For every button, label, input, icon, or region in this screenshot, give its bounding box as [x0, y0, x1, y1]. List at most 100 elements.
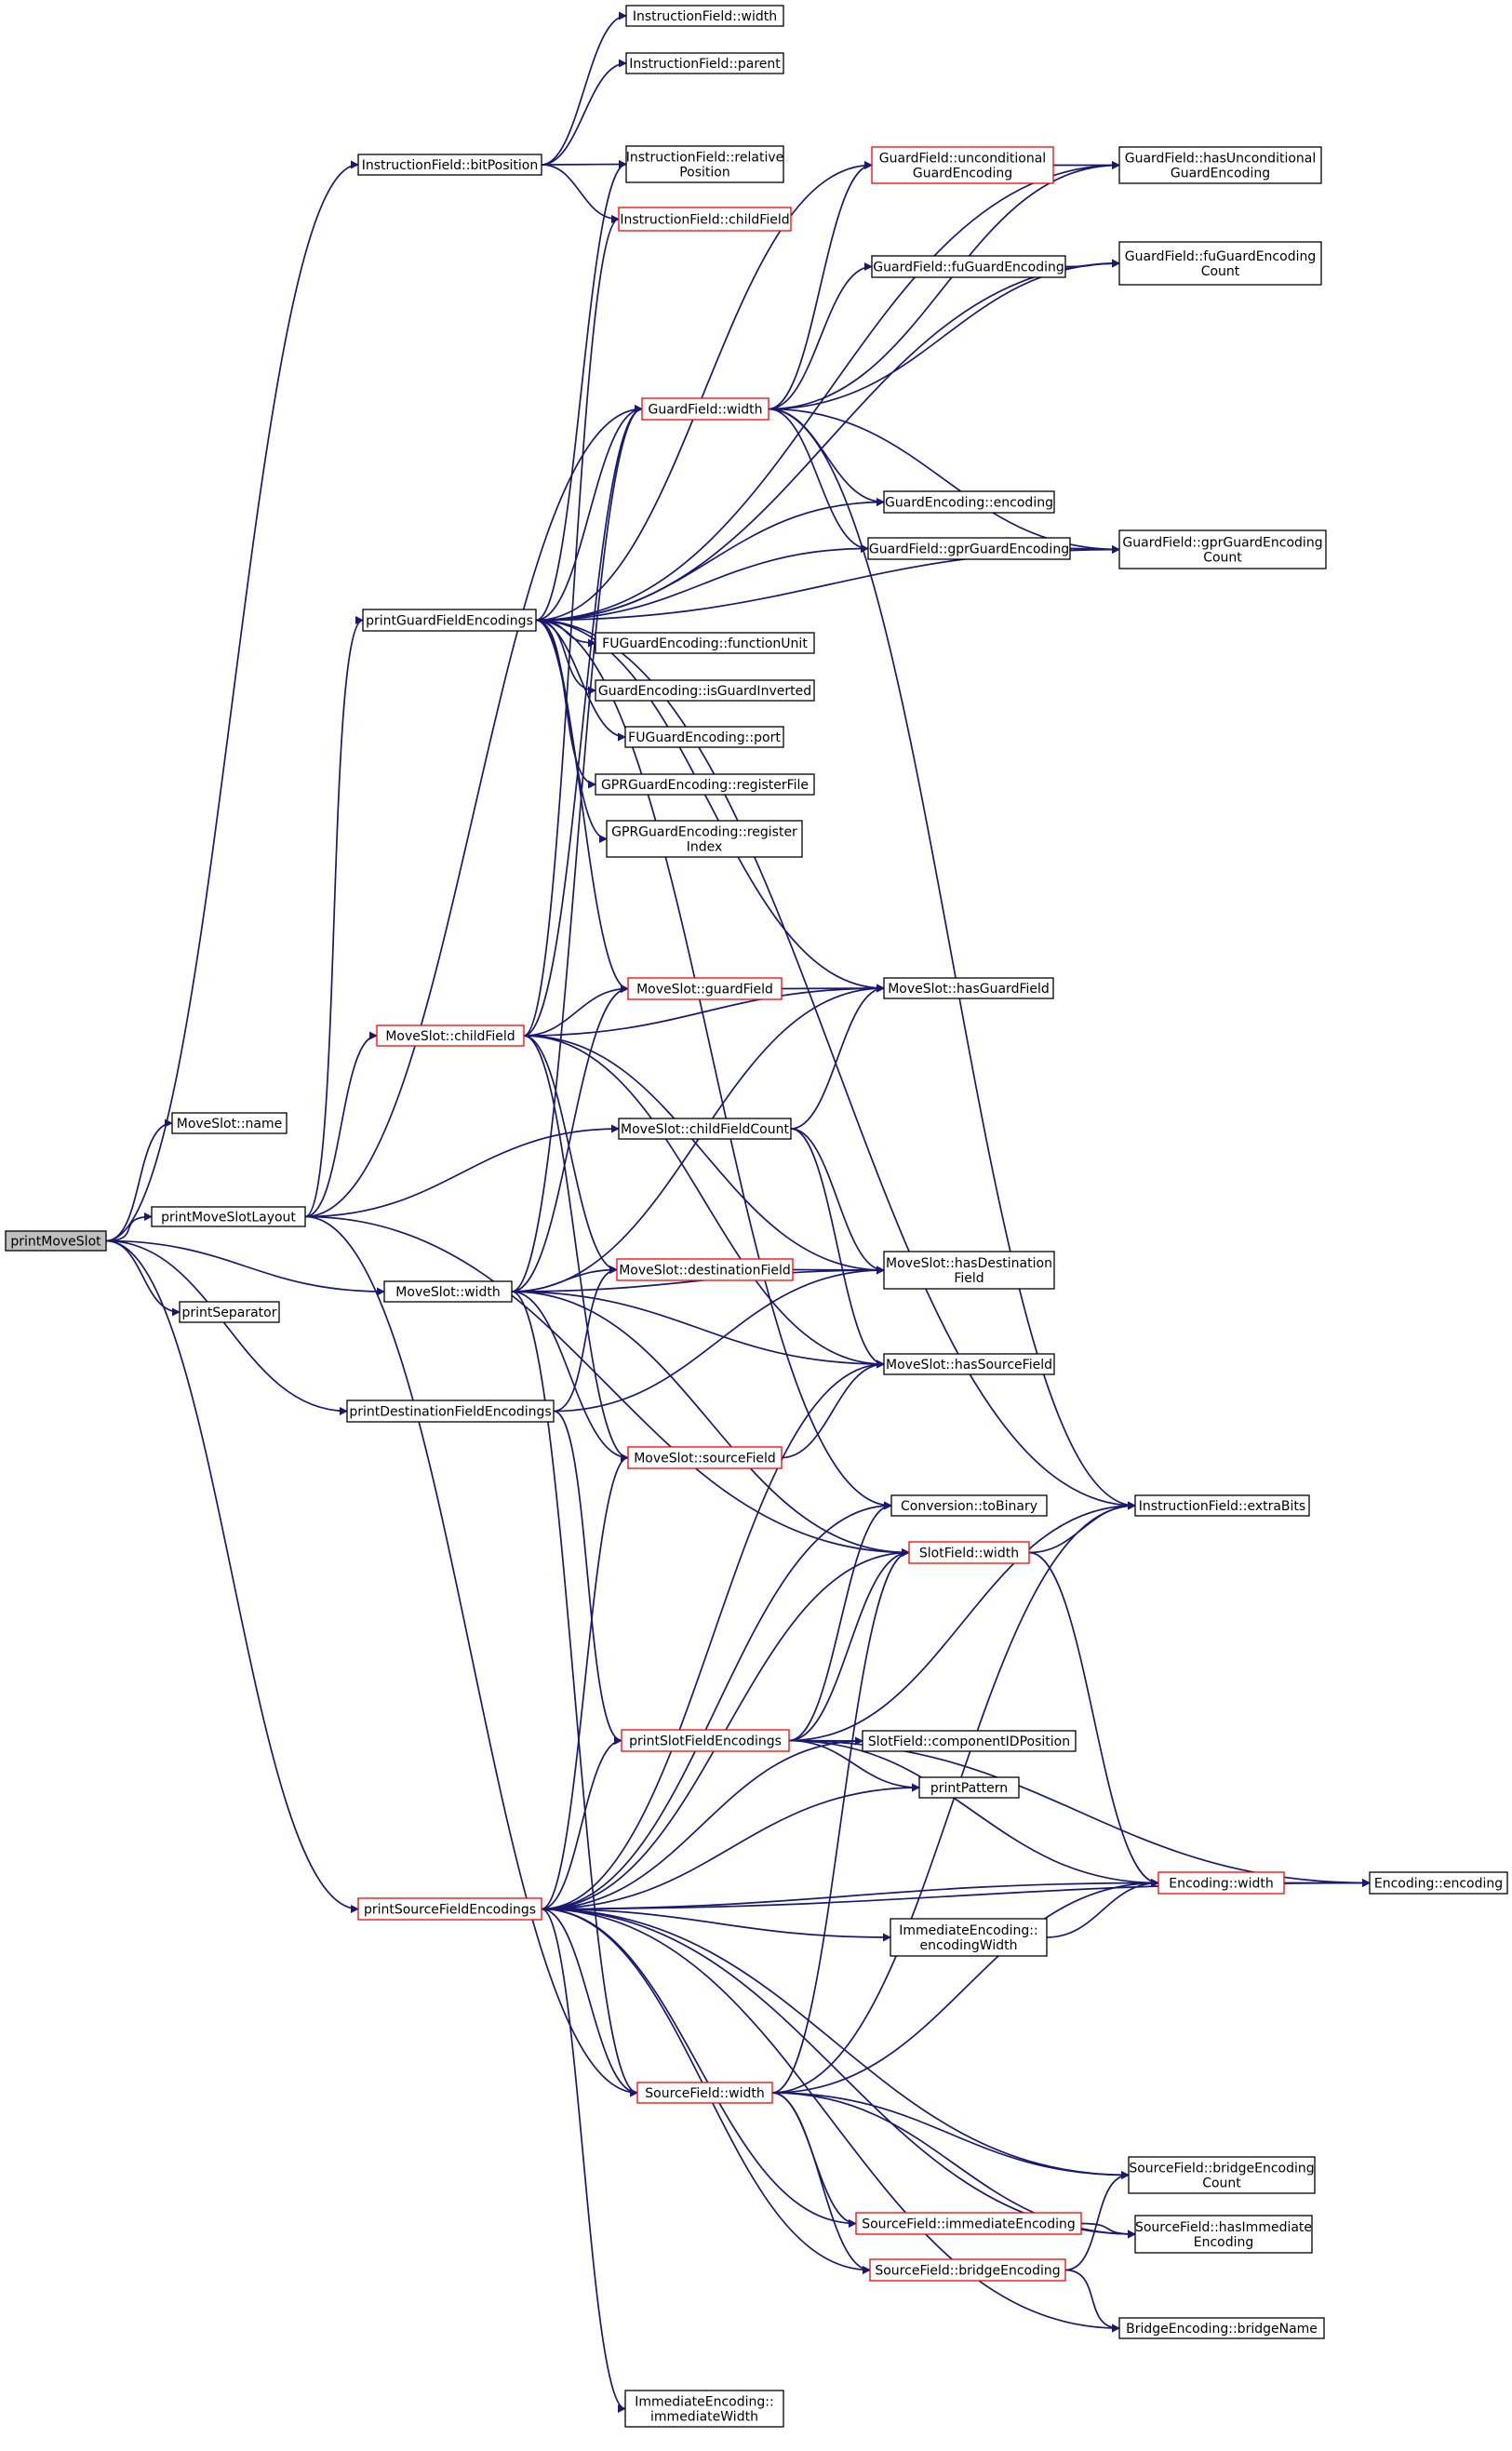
- node-slotfield-componentidposition[interactable]: SlotField::componentIDPosition: [862, 1730, 1077, 1752]
- node-label: MoveSlot::name: [177, 1117, 283, 1132]
- node-sourcefield-immediateencoding[interactable]: SourceField::immediateEncoding: [855, 2212, 1082, 2235]
- edge-moveslot-childfield-to-moveslot-hassourcefield: [523, 1035, 885, 1369]
- node-box: [1128, 2156, 1316, 2194]
- node-label: Field: [954, 1271, 983, 1286]
- node-guardfield-hasunconditionalguardencoding[interactable]: GuardField::hasUnconditionalGuardEncodin…: [1118, 146, 1322, 184]
- node-box: [627, 977, 783, 1000]
- edge-printguardfieldencodings-to-moveslot-guardfield: [535, 619, 629, 993]
- node-box: [376, 1025, 525, 1047]
- node-printguardfieldencodings[interactable]: printGuardFieldEncodings: [362, 609, 537, 632]
- node-box: [1118, 529, 1327, 569]
- node-label: printMoveSlotLayout: [161, 1211, 296, 1226]
- node-label: InstructionField::relative: [626, 151, 783, 166]
- node-bridgeencoding-bridgename[interactable]: BridgeEncoding::bridgeName: [1118, 2317, 1325, 2339]
- edge-printslotfieldencodings-to-slotfield-width: [788, 1548, 910, 1742]
- edge-printmoveslot-to-printseparator: [105, 1239, 181, 1317]
- edge-moveslot-childfieldcount-to-moveslot-hassourcefield: [790, 1128, 885, 1369]
- node-printslotfieldencodings[interactable]: printSlotFieldEncodings: [621, 1729, 790, 1752]
- node-encoding-width[interactable]: Encoding::width: [1157, 1871, 1285, 1895]
- edge-moveslot-width-to-guardfield-width: [511, 405, 643, 1292]
- node-instructionfield-width[interactable]: InstructionField::width: [625, 5, 784, 27]
- node-instructionfield-parent[interactable]: InstructionField::parent: [625, 52, 784, 74]
- node-printmoveslotlayout[interactable]: printMoveSlotLayout: [151, 1206, 306, 1227]
- node-box: [883, 1251, 1055, 1290]
- node-printpattern[interactable]: printPattern: [918, 1776, 1020, 1799]
- node-box: [867, 537, 1071, 560]
- node-moveslot-width[interactable]: MoveSlot::width: [383, 1280, 513, 1303]
- node-moveslot-name[interactable]: MoveSlot::name: [171, 1112, 288, 1134]
- edge-printslotfieldencodings-to-encoding-encoding: [788, 1739, 1371, 1887]
- edge-sourcefield-width-to-sourcefield-bridgeencoding: [771, 2092, 871, 2274]
- node-immediateencoding-immediatewidth[interactable]: ImmediateEncoding::immediateWidth: [624, 2390, 784, 2428]
- node-moveslot-sourcefield[interactable]: MoveSlot::sourceField: [627, 1446, 783, 1469]
- edge-guardfield-fuguardencoding-to-guardfield-fuguardencodingcount: [1064, 259, 1120, 268]
- edge-guardfield-width-to-guardfield-gprguardencoding: [768, 408, 869, 553]
- node-printseparator[interactable]: printSeparator: [179, 1301, 280, 1323]
- node-moveslot-childfield[interactable]: MoveSlot::childField: [376, 1025, 525, 1047]
- node-box: [1369, 1871, 1508, 1895]
- node-label: SourceField::bridgeEncoding: [1129, 2162, 1314, 2176]
- node-moveslot-hasguardfield[interactable]: MoveSlot::hasGuardField: [883, 977, 1054, 999]
- node-moveslot-guardfield[interactable]: MoveSlot::guardField: [627, 977, 783, 1000]
- node-sourcefield-width[interactable]: SourceField::width: [636, 2082, 773, 2104]
- edge-moveslot-childfieldcount-to-moveslot-hasguardfield: [790, 984, 885, 1130]
- node-immediateencoding-encodingwidth[interactable]: ImmediateEncoding::encodingWidth: [890, 1918, 1048, 1957]
- node-moveslot-childfieldcount[interactable]: MoveSlot::childFieldCount: [618, 1118, 792, 1140]
- node-box: [855, 2212, 1082, 2235]
- node-instructionfield-extrabits[interactable]: InstructionField::extraBits: [1134, 1494, 1310, 1517]
- edge-printmoveslotlayout-to-guardfield-width: [304, 405, 643, 1218]
- node-instructionfield-bitposition[interactable]: InstructionField::bitPosition: [357, 154, 542, 176]
- node-label: MoveSlot::guardField: [636, 983, 773, 998]
- node-encoding-encoding[interactable]: Encoding::encoding: [1369, 1871, 1508, 1895]
- node-label: MoveSlot::childFieldCount: [621, 1122, 789, 1137]
- node-box: [627, 1446, 783, 1469]
- edge-moveslot-childfield-to-moveslot-destinationfield: [523, 1035, 618, 1274]
- edge-instructionfield-bitposition-to-instructionfield-relativeposition: [541, 160, 627, 169]
- node-printdestinationfieldencodings[interactable]: printDestinationFieldEncodings: [346, 1400, 555, 1423]
- node-box: [362, 609, 537, 632]
- node-box: [625, 52, 784, 74]
- edge-moveslot-childfield-to-moveslot-sourcefield: [523, 1035, 629, 1462]
- node-label: immediateWidth: [650, 2410, 758, 2425]
- edge-printslotfieldencodings-to-conversion-tobinary: [788, 1501, 892, 1742]
- node-printsourcefieldencodings[interactable]: printSourceFieldEncodings: [357, 1897, 542, 1921]
- edge-printguardfieldencodings-to-fuguardencoding-port: [535, 619, 626, 742]
- node-conversion-tobinary[interactable]: Conversion::toBinary: [890, 1494, 1048, 1517]
- node-guardfield-gprguardencoding[interactable]: GuardField::gprGuardEncoding: [867, 537, 1071, 560]
- edge-printsourcefieldencodings-to-encoding-width: [541, 1879, 1159, 1910]
- node-moveslot-hassourcefield[interactable]: MoveSlot::hasSourceField: [883, 1353, 1055, 1375]
- edge-sourcefield-width-to-slotfield-width: [771, 1548, 910, 2094]
- node-box: [1118, 241, 1322, 286]
- node-guardfield-width[interactable]: GuardField::width: [641, 397, 769, 421]
- node-moveslot-destinationfield[interactable]: MoveSlot::destinationField: [616, 1258, 794, 1281]
- node-box: [871, 255, 1066, 278]
- node-gprguardencoding-registerfile[interactable]: GPRGuardEncoding::registerFile: [595, 773, 815, 796]
- edge-moveslot-width-to-moveslot-sourcefield: [511, 1291, 629, 1462]
- node-instructionfield-childfield[interactable]: InstructionField::childField: [618, 207, 792, 232]
- node-guardfield-fuguardencoding[interactable]: GuardField::fuGuardEncoding: [871, 255, 1066, 278]
- node-slotfield-width[interactable]: SlotField::width: [908, 1541, 1030, 1564]
- edge-sourcefield-width-to-instructionfield-extrabits: [771, 1501, 1136, 2094]
- node-guardencoding-encoding[interactable]: GuardEncoding::encoding: [883, 490, 1055, 514]
- node-label: GuardEncoding::isGuardInverted: [598, 684, 811, 699]
- node-box: [862, 1730, 1077, 1752]
- node-label: printGuardFieldEncodings: [366, 614, 533, 629]
- node-label: printMoveSlot: [10, 1235, 101, 1250]
- node-label: MoveSlot::hasDestination: [886, 1256, 1052, 1271]
- node-box: [883, 1353, 1055, 1375]
- node-guardencoding-isguardinverted[interactable]: GuardEncoding::isGuardInverted: [595, 679, 815, 702]
- node-fuguardencoding-port[interactable]: FUGuardEncoding::port: [624, 726, 784, 748]
- node-label: Conversion::toBinary: [901, 1499, 1037, 1514]
- node-fuguardencoding-functionunit[interactable]: FUGuardEncoding::functionUnit: [595, 632, 815, 654]
- node-sourcefield-bridgeencoding[interactable]: SourceField::bridgeEncoding: [869, 2258, 1066, 2282]
- edge-moveslot-destinationfield-to-moveslot-hasdestinationfield: [792, 1266, 885, 1275]
